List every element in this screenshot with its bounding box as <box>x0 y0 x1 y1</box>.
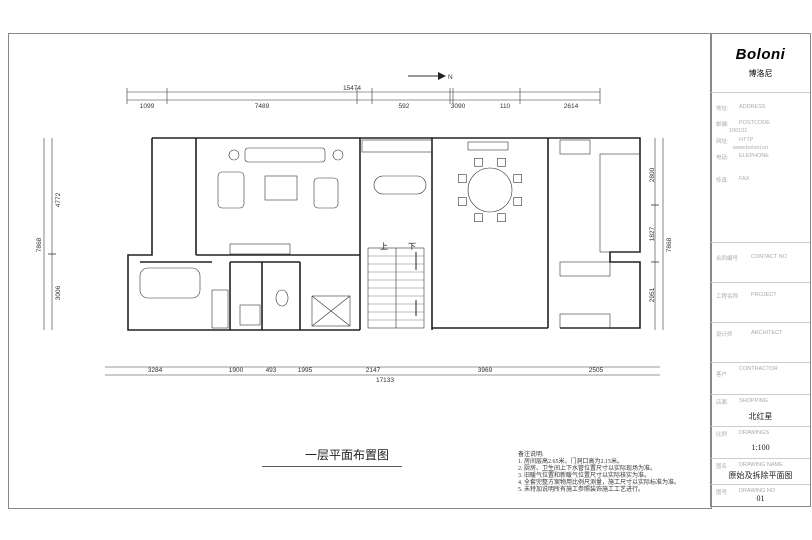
dim-right: 2800 <box>649 167 656 182</box>
dim-bottom: 2147 <box>366 367 381 374</box>
dim-top: 7489 <box>255 103 270 110</box>
dim-top: 3090 <box>451 103 466 110</box>
dim-left: 4772 <box>55 192 62 207</box>
dim-bottom-total: 17133 <box>376 377 394 384</box>
stairs-up-label: 上 <box>380 242 388 251</box>
dim-top: 2614 <box>564 103 579 110</box>
dim-top-total: 15474 <box>343 85 361 92</box>
dining-chair <box>513 174 523 183</box>
dim-bottom: 2505 <box>589 367 604 374</box>
dining-chair <box>474 213 483 223</box>
notes-heading: 备注说明: <box>518 452 544 458</box>
drawing-title: 一层平面布置图 <box>305 448 390 462</box>
dining-chair <box>513 197 523 206</box>
contact-info: 地址:ADDRESS 邮编:POSTCODE 100101 网址:HTTP ww… <box>711 92 810 243</box>
dim-bottom: 3284 <box>148 367 163 374</box>
dining-chair <box>497 157 506 167</box>
dining-chair <box>497 213 506 223</box>
north-label: N <box>448 74 453 81</box>
note-item: 1. 房间层高2.65米，门洞口高为2.15米。 <box>518 459 624 465</box>
dim-top: 110 <box>500 103 511 110</box>
title-underline <box>262 466 402 467</box>
dim-bottom: 493 <box>266 367 277 374</box>
dim-bottom: 1900 <box>229 367 244 374</box>
dining-chair <box>474 157 483 167</box>
dim-right-total: 7868 <box>666 237 673 252</box>
dim-right: 1827 <box>649 226 656 241</box>
stairs-down-label: 下 <box>408 242 416 251</box>
dim-bottom: 1995 <box>298 367 313 374</box>
dim-bottom: 3969 <box>478 367 493 374</box>
dim-left: 3006 <box>55 285 62 300</box>
drawing-frame <box>8 33 712 509</box>
dim-left-total: 7868 <box>36 237 43 252</box>
notes: 备注说明: 1. 房间层高2.65米，门洞口高为2.15米。 2. 厨房、卫生间… <box>518 452 680 494</box>
note-item: 4. 全套完整方案物用比例尺测量，施工尺寸以实际标准为准。 <box>518 480 681 486</box>
dining-chair <box>457 197 467 206</box>
note-item: 3. 旧暖气位置和新暖气位置尺寸以实际核实为准。 <box>518 473 651 479</box>
dining-chair <box>457 174 467 183</box>
note-item: 2. 厨房、卫生间上下水管位置尺寸以实际现场为准。 <box>518 466 657 472</box>
dim-top: 1099 <box>140 103 155 110</box>
dim-top: 592 <box>399 103 410 110</box>
dim-right: 2951 <box>649 287 656 302</box>
note-item: 5. 未特加说明所有施工参照装饰施工工艺进行。 <box>518 487 645 493</box>
